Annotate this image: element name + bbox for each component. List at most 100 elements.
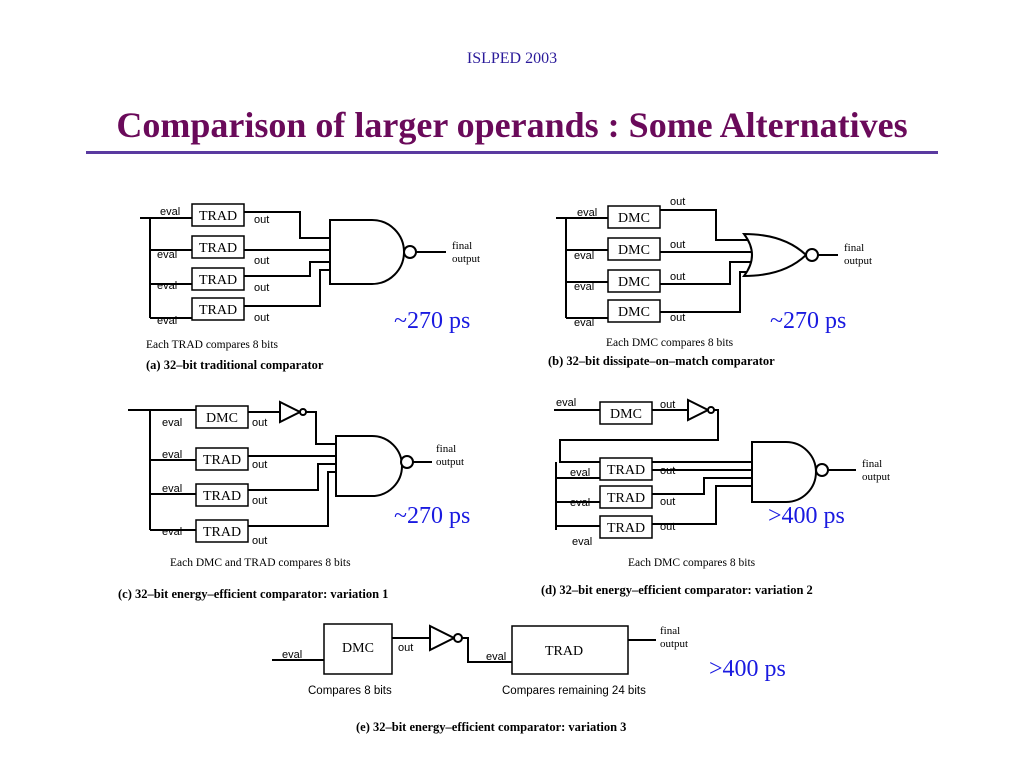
out-label: out bbox=[660, 521, 675, 533]
out-label: out bbox=[660, 399, 675, 411]
dmc-block bbox=[607, 269, 661, 293]
out-label: out bbox=[670, 312, 685, 324]
panel-d-timing: >400 ps bbox=[768, 503, 845, 529]
eval-label: eval bbox=[157, 315, 177, 327]
dmc-label: DMC bbox=[610, 407, 642, 422]
panel-a-timing: ~270 ps bbox=[394, 308, 470, 334]
dmc-label: DMC bbox=[342, 641, 374, 656]
trad-block bbox=[191, 235, 245, 259]
final-output-label: final bbox=[844, 242, 864, 254]
out-label: out bbox=[670, 196, 685, 208]
dmc-block bbox=[607, 237, 661, 261]
final-output-label: output bbox=[436, 456, 464, 468]
final-output-label: final bbox=[660, 625, 680, 637]
out-label: out bbox=[660, 496, 675, 508]
trad-block bbox=[191, 267, 245, 291]
trad-block bbox=[191, 203, 245, 227]
eval-label: eval bbox=[162, 526, 182, 538]
eval-label: eval bbox=[574, 317, 594, 329]
trad-block bbox=[195, 447, 249, 471]
final-output-label: output bbox=[660, 638, 688, 650]
inverter-bubble bbox=[707, 406, 715, 414]
inverter-gate bbox=[429, 624, 457, 652]
trad-label: TRAD bbox=[545, 644, 583, 659]
trad-label: TRAD bbox=[199, 273, 237, 288]
trad-label: TRAD bbox=[607, 491, 645, 506]
eval-label: eval bbox=[160, 206, 180, 218]
slide-title: Comparison of larger operands : Some Alt… bbox=[116, 105, 908, 145]
panel-e-timing: >400 ps bbox=[709, 656, 786, 682]
inverter-bubble bbox=[299, 408, 307, 416]
out-label: out bbox=[254, 255, 269, 267]
eval-label: eval bbox=[157, 249, 177, 261]
out-label: out bbox=[252, 535, 267, 547]
out-label: out bbox=[254, 214, 269, 226]
trad-label: TRAD bbox=[199, 241, 237, 256]
eval-label: eval bbox=[572, 536, 592, 548]
trad-label: TRAD bbox=[199, 209, 237, 224]
trad-block bbox=[195, 519, 249, 543]
eval-label: eval bbox=[486, 651, 506, 663]
dmc-block bbox=[195, 405, 249, 429]
out-label: out bbox=[254, 312, 269, 324]
panel-d: DMC TRAD TRAD TRAD eval eval eval eval o… bbox=[541, 397, 890, 597]
dmc-block bbox=[607, 205, 661, 229]
trad-block bbox=[599, 485, 653, 509]
panel-c-caption: (c) 32–bit energy–efficient comparator: … bbox=[118, 587, 388, 601]
final-output-label: final bbox=[862, 458, 882, 470]
dmc-label: DMC bbox=[618, 243, 650, 258]
dmc-block bbox=[599, 401, 653, 425]
inverter-bubble bbox=[403, 245, 417, 259]
eval-label: eval bbox=[162, 417, 182, 429]
final-output-label: final bbox=[436, 443, 456, 455]
trad-label: TRAD bbox=[199, 303, 237, 318]
final-output-label: output bbox=[862, 471, 890, 483]
nand-gate bbox=[329, 219, 405, 285]
panel-b-caption: (b) 32–bit dissipate–on–match comparator bbox=[548, 354, 775, 368]
out-label: out bbox=[252, 417, 267, 429]
trad-block bbox=[191, 297, 245, 321]
eval-label: eval bbox=[162, 483, 182, 495]
panel-a: TRAD TRAD TRAD TRAD eval eval eval eval … bbox=[140, 203, 480, 372]
panel-e-note-right: Compares remaining 24 bits bbox=[502, 685, 646, 697]
panel-c: DMC TRAD TRAD TRAD eval eval eval eval o… bbox=[118, 400, 470, 601]
panel-b-timing: ~270 ps bbox=[770, 308, 846, 334]
panel-a-note: Each TRAD compares 8 bits bbox=[146, 339, 279, 351]
dmc-label: DMC bbox=[618, 211, 650, 226]
inverter-bubble bbox=[815, 463, 829, 477]
panel-e: DMC TRAD eval eval out final output Comp… bbox=[272, 623, 786, 734]
panel-c-note: Each DMC and TRAD compares 8 bits bbox=[170, 557, 351, 569]
dmc-label: DMC bbox=[206, 411, 238, 426]
eval-label: eval bbox=[162, 449, 182, 461]
out-label: out bbox=[670, 271, 685, 283]
trad-block bbox=[599, 515, 653, 539]
trad-block bbox=[511, 625, 629, 675]
out-label: out bbox=[660, 465, 675, 477]
final-output-label: output bbox=[452, 253, 480, 265]
panel-e-note-left: Compares 8 bits bbox=[308, 685, 392, 697]
panel-d-note: Each DMC compares 8 bits bbox=[628, 557, 756, 569]
trad-label: TRAD bbox=[203, 525, 241, 540]
eval-label: eval bbox=[157, 280, 177, 292]
nand-gate bbox=[335, 435, 403, 497]
inverter-bubble bbox=[453, 633, 463, 643]
inverter-bubble bbox=[805, 248, 819, 262]
eval-label: eval bbox=[282, 649, 302, 661]
out-label: out bbox=[252, 495, 267, 507]
eval-label: eval bbox=[574, 250, 594, 262]
nand-gate bbox=[751, 441, 817, 503]
trad-label: TRAD bbox=[203, 453, 241, 468]
dmc-label: DMC bbox=[618, 305, 650, 320]
out-label: out bbox=[254, 282, 269, 294]
conference-label: ISLPED 2003 bbox=[466, 50, 558, 67]
panel-a-caption: (a) 32–bit traditional comparator bbox=[146, 358, 324, 372]
inverter-gate bbox=[687, 398, 711, 422]
panel-e-caption: (e) 32–bit energy–efficient comparator: … bbox=[356, 720, 626, 734]
dmc-block bbox=[323, 623, 393, 675]
trad-label: TRAD bbox=[607, 463, 645, 478]
panel-c-timing: ~270 ps bbox=[394, 503, 470, 529]
inverter-bubble bbox=[400, 455, 414, 469]
out-label: out bbox=[252, 459, 267, 471]
final-output-label: output bbox=[844, 255, 872, 267]
